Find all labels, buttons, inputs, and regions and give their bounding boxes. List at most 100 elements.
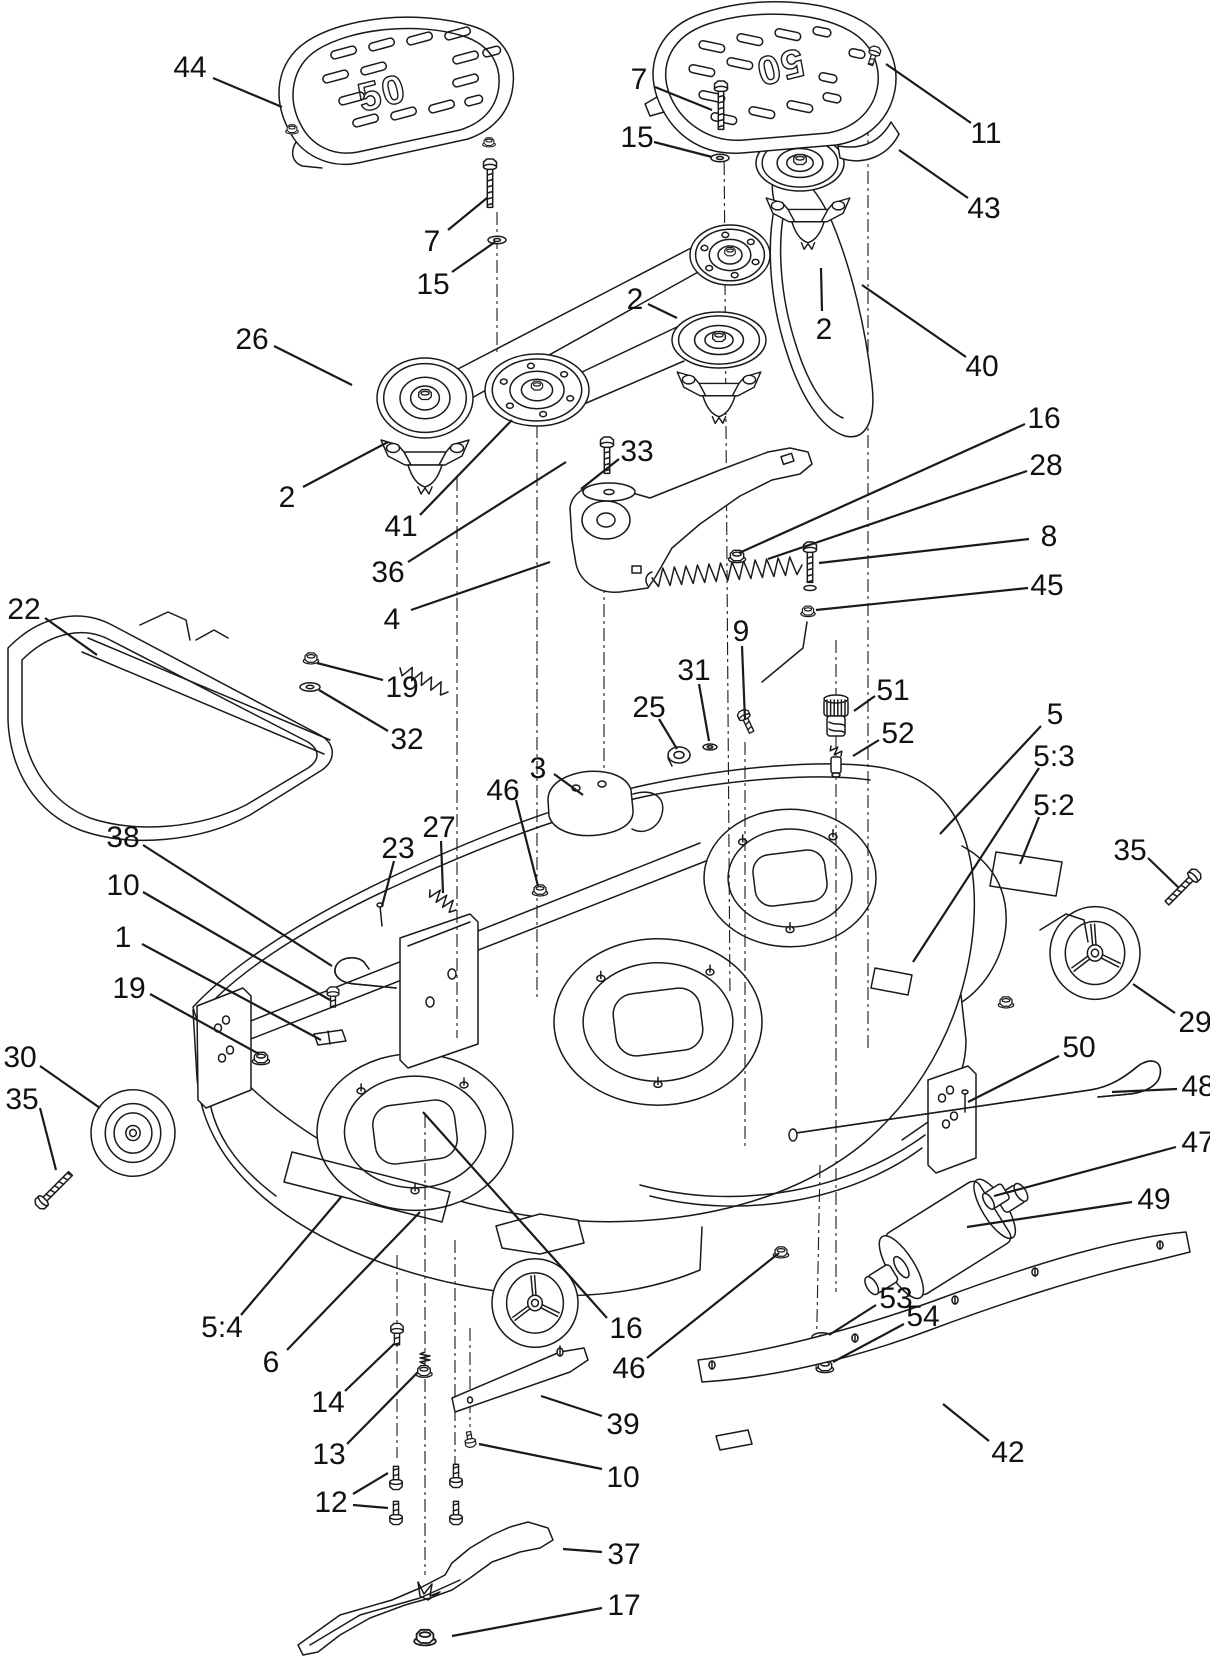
leader-line-36 [407, 461, 567, 563]
callout-4: 4 [384, 603, 401, 636]
leader-line-42 [942, 1403, 990, 1442]
leader-line-6 [286, 1211, 421, 1351]
leader-line-50 [967, 1055, 1060, 1103]
leader-line-9 [740, 645, 747, 721]
leader-line-46 [514, 799, 540, 887]
callout-7: 7 [631, 63, 648, 96]
callout-2: 2 [627, 283, 644, 316]
callout-31: 31 [677, 654, 710, 687]
leader-line-26 [273, 345, 353, 386]
leader-line-2 [819, 267, 824, 312]
leader-line-40 [861, 284, 967, 358]
leader-line-11 [885, 63, 972, 124]
callout-5:3: 5:3 [1033, 740, 1075, 773]
callout-2: 2 [279, 481, 296, 514]
callout-39: 39 [606, 1408, 639, 1441]
leader-line-30 [39, 1065, 101, 1109]
leader-line-53 [828, 1304, 877, 1336]
callout-45: 45 [1030, 569, 1063, 602]
fastener-top-bolts [482, 80, 730, 245]
callout-43: 43 [967, 192, 1000, 225]
callout-23: 23 [381, 832, 414, 865]
callout-32: 32 [390, 723, 423, 756]
callout-25: 25 [632, 691, 665, 724]
part-front-baffle [451, 1345, 589, 1413]
leader-line-23 [380, 860, 396, 907]
callout-1: 1 [115, 921, 132, 954]
leader-line-17 [451, 1606, 603, 1638]
leader-line-54 [832, 1323, 905, 1363]
callout-15: 15 [416, 268, 449, 301]
leader-line-38 [142, 844, 333, 967]
leader-line-19 [149, 993, 260, 1055]
leader-line-3 [553, 773, 584, 796]
fastener-spring-anchor [761, 541, 818, 683]
leader-line-5 [939, 725, 1042, 835]
part-belt-cover-left: 50 [278, 16, 515, 169]
callout-48: 48 [1181, 1070, 1210, 1103]
callout-8: 8 [1041, 520, 1058, 553]
callout-51: 51 [876, 674, 909, 707]
leader-line-22 [44, 617, 98, 656]
callout-46: 46 [486, 774, 519, 807]
callout-36: 36 [371, 556, 404, 589]
leader-line-14 [344, 1343, 395, 1392]
part-discharge-deflector [7, 611, 449, 841]
callout-9: 9 [733, 615, 750, 648]
callout-19: 19 [385, 671, 418, 704]
leader-line-19 [316, 661, 384, 682]
leader-line-2 [302, 441, 389, 488]
part-idler-arm [569, 447, 813, 593]
callout-14: 14 [311, 1386, 344, 1419]
leader-line-41 [419, 419, 513, 516]
leader-line-43 [898, 149, 969, 199]
leader-line-35 [1147, 857, 1180, 889]
leader-line-7 [654, 85, 713, 112]
part-belt-cover-right: 50 [644, 1, 900, 162]
part-wheel-bracket-right [1039, 913, 1089, 943]
part-idler-spring [645, 556, 803, 588]
callout-2: 2 [816, 313, 833, 346]
leader-line-12 [352, 1472, 389, 1495]
callout-11: 11 [970, 117, 1001, 150]
callout-29: 29 [1178, 1006, 1210, 1039]
leader-line-1 [141, 943, 322, 1041]
callout-22: 22 [7, 593, 40, 626]
part-caster-wheel-front [491, 1257, 579, 1349]
part-spindle-assembly-upper [755, 134, 851, 251]
leader-line-37 [562, 1547, 603, 1554]
fastener-idler-bolt-washer [582, 436, 747, 564]
callout-40: 40 [965, 350, 998, 383]
leader-line-8 [818, 537, 1030, 565]
callout-5:4: 5:4 [201, 1311, 243, 1344]
leader-line-15 [653, 140, 713, 159]
leader-line-5:4 [240, 1195, 343, 1316]
callout-3: 3 [530, 752, 547, 785]
leader-line-45 [815, 586, 1029, 612]
callout-42: 42 [991, 1436, 1024, 1469]
leader-line-2 [647, 303, 678, 319]
part-idler-pulley-upper [689, 224, 771, 286]
leader-line-31 [697, 683, 711, 742]
callout-47: 47 [1181, 1126, 1210, 1159]
callout-27: 27 [422, 811, 455, 844]
callout-44: 44 [173, 51, 206, 84]
callout-17: 17 [607, 1589, 640, 1622]
leader-line-52 [852, 739, 880, 757]
leader-line-29 [1132, 983, 1176, 1014]
callout-37: 37 [607, 1538, 640, 1571]
callout-41: 41 [384, 510, 417, 543]
fastener-rear-hardware [251, 957, 397, 1066]
part-height-adjust-knob [823, 694, 849, 778]
callout-52: 52 [881, 717, 914, 750]
callout-53: 53 [879, 1282, 912, 1315]
callout-35: 35 [1113, 834, 1146, 867]
leader-line-10 [142, 891, 331, 1001]
callout-12: 12 [314, 1486, 347, 1519]
callout-5:2: 5:2 [1033, 789, 1075, 822]
callout-7: 7 [424, 225, 441, 258]
leader-line-32 [318, 689, 389, 732]
part-gauge-wheel-right [1049, 868, 1202, 1001]
